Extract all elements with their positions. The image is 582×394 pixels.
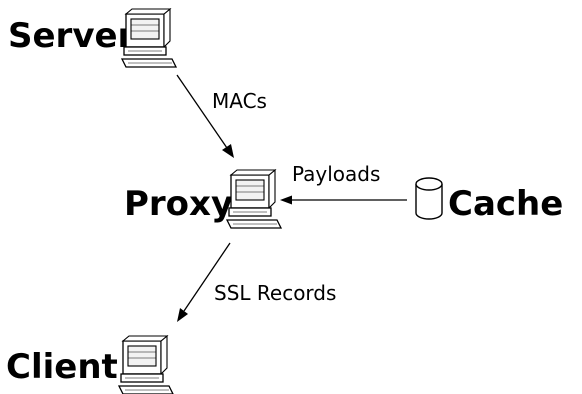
edge-server-to-proxy bbox=[176, 74, 234, 158]
edge-cache-to-proxy bbox=[280, 195, 407, 205]
edge-proxy-to-client bbox=[177, 242, 231, 322]
edge-label-payloads: Payloads bbox=[292, 162, 380, 186]
cache-label: Cache bbox=[448, 184, 563, 224]
server-computer-icon bbox=[121, 8, 177, 68]
edge-label-macs: MACs bbox=[212, 89, 267, 113]
arrowhead-icon bbox=[280, 195, 292, 205]
proxy-label: Proxy bbox=[124, 184, 233, 224]
arrowhead-icon bbox=[222, 144, 234, 158]
edge-label-ssl-records: SSL Records bbox=[214, 281, 336, 305]
arrowhead-icon bbox=[177, 308, 188, 322]
proxy-computer-icon bbox=[226, 169, 282, 229]
cache-database-cylinder-icon bbox=[415, 177, 443, 220]
client-computer-icon bbox=[118, 335, 174, 394]
client-label: Client bbox=[6, 347, 118, 387]
server-label: Server bbox=[8, 16, 135, 56]
